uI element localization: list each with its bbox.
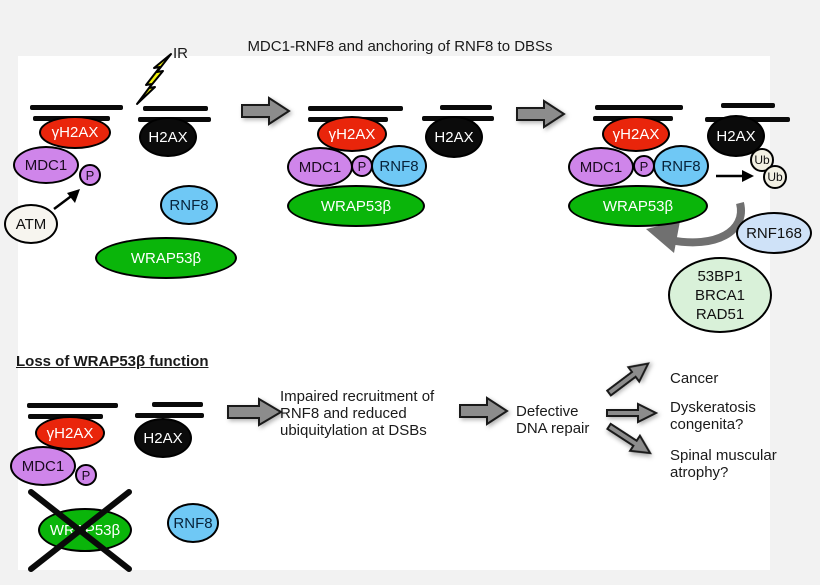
chromatin-bar [595,105,683,110]
phospho-badge: P [633,155,655,177]
chromatin-bar [152,402,203,407]
molecule-mdc1: MDC1 [568,147,634,187]
factor-53bp1: 53BP1 [697,267,743,285]
ir-label: IR [173,45,188,62]
molecule-rnf8: RNF8 [371,145,427,187]
molecule-rnf8: RNF8 [653,145,709,187]
figure-title: MDC1-RNF8 and anchoring of RNF8 to DBSs [247,38,553,55]
repair-factors-group: 53BP1 BRCA1 RAD51 [668,257,772,333]
impaired-text: Impaired recruitment of RNF8 and reduced… [280,388,435,439]
chromatin-bar [308,106,403,111]
molecule-h2ax: H2AX [134,418,192,458]
molecule-rnf8: RNF8 [160,185,218,225]
factor-brca1: BRCA1 [694,286,746,304]
chromatin-bar [440,105,492,110]
molecule-h2ax: H2AX [425,116,483,158]
section-heading: Loss of WRAP53β function [16,353,209,370]
cross-out-icon [28,489,132,572]
chromatin-bar [30,105,123,110]
molecule-rnf8: RNF8 [167,503,219,543]
molecule-wrap53b: WRAP53β [95,237,237,279]
ir-lightning-icon [136,53,172,105]
factor-rad51: RAD51 [695,305,745,323]
molecule-h2ax: H2AX [139,117,197,157]
molecule-gamma-h2ax: γH2AX [39,116,111,149]
molecule-gamma-h2ax: γH2AX [317,116,387,152]
phospho-badge: P [351,155,373,177]
outcome-dyskeratosis: Dyskeratosis congenita? [670,399,756,433]
molecule-atm: ATM [4,204,58,244]
molecule-gamma-h2ax: γH2AX [602,116,670,152]
molecule-wrap53b: WRAP53β [287,185,425,227]
step-arrow-icon [516,99,566,129]
ubiquitylation-arrow [716,170,754,182]
step-arrow-icon [227,397,283,427]
ub-badge: Ub [750,148,774,172]
molecule-mdc1: MDC1 [10,446,76,486]
chromatin-bar [721,103,775,108]
ub-badge: Ub [763,165,787,189]
phospho-badge: P [79,164,101,186]
chromatin-bar [143,106,208,111]
outcome-arrow-up [605,362,650,397]
defective-text: Defective DNA repair [516,403,590,437]
outcome-arrow-down [606,422,653,455]
step-arrow-icon [459,396,509,426]
chromatin-bar [135,413,204,418]
chromatin-bar [27,403,118,408]
atm-activation-arrow [53,189,80,210]
molecule-rnf168: RNF168 [736,212,812,254]
outcome-cancer: Cancer [670,370,719,387]
outcome-arrow-right [606,402,659,424]
phospho-badge: P [75,464,97,486]
molecule-gamma-h2ax: γH2AX [35,416,105,450]
curved-recruitment-arrow [646,202,745,253]
molecule-wrap53b: WRAP53β [568,185,708,227]
outcome-sma: Spinal muscular atrophy? [670,447,777,481]
step-arrow-icon [241,96,291,126]
molecule-mdc1: MDC1 [287,147,353,187]
molecule-mdc1: MDC1 [13,146,79,184]
